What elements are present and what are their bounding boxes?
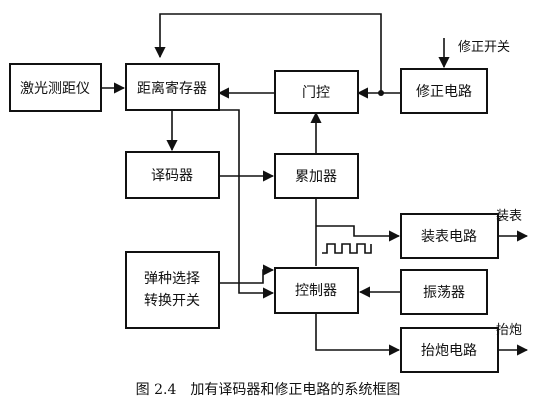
label-raise-gun-output: 抬炮 bbox=[496, 323, 522, 338]
label-raise-gun-circuit: 抬炮电路 bbox=[421, 343, 477, 359]
wire-switch-to-controller bbox=[219, 264, 275, 284]
label-loading-output: 装表 bbox=[496, 209, 522, 224]
label-decoder: 译码器 bbox=[151, 168, 193, 184]
label-accumulator: 累加器 bbox=[295, 169, 337, 185]
label-distance-register: 距离寄存器 bbox=[137, 80, 207, 97]
block-loading-circuit: 装表电路 bbox=[400, 213, 499, 259]
block-accumulator: 累加器 bbox=[274, 153, 359, 199]
junction-dot bbox=[378, 90, 384, 96]
block-laser-rangefinder: 激光测距仪 bbox=[9, 63, 102, 112]
label-correction-switch: 修正开关 bbox=[458, 40, 510, 55]
label-loading-circuit: 装表电路 bbox=[421, 229, 477, 245]
wire-feedback-loop bbox=[154, 13, 382, 93]
label-laser-rangefinder: 激光测距仪 bbox=[20, 80, 90, 97]
block-decoder: 译码器 bbox=[125, 151, 220, 199]
label-gate-control: 门控 bbox=[302, 85, 330, 101]
block-oscillator: 振荡器 bbox=[400, 269, 488, 315]
wire-bus-to-loading bbox=[316, 225, 401, 242]
label-ammo-select-line2: 转换开关 bbox=[144, 292, 200, 309]
wire-controller-to-raise bbox=[315, 313, 401, 356]
block-ammo-select-switch: 弹种选择 转换开关 bbox=[125, 251, 220, 329]
pulse-train-icon bbox=[322, 243, 372, 254]
block-correction-circuit: 修正电路 bbox=[400, 68, 488, 114]
label-correction-circuit: 修正电路 bbox=[416, 84, 472, 100]
label-oscillator: 振荡器 bbox=[423, 285, 465, 301]
label-ammo-select-line1: 弹种选择 bbox=[144, 271, 200, 287]
block-controller: 控制器 bbox=[274, 267, 359, 314]
connection-lines bbox=[101, 13, 529, 356]
block-distance-register: 距离寄存器 bbox=[125, 63, 220, 111]
block-raise-gun-circuit: 抬炮电路 bbox=[400, 327, 499, 373]
label-controller: 控制器 bbox=[295, 283, 337, 299]
wire-register-to-controller bbox=[210, 109, 275, 299]
figure-caption: 图 2.4 加有译码器和修正电路的系统框图 bbox=[136, 382, 401, 398]
block-gate-control: 门控 bbox=[274, 70, 359, 114]
